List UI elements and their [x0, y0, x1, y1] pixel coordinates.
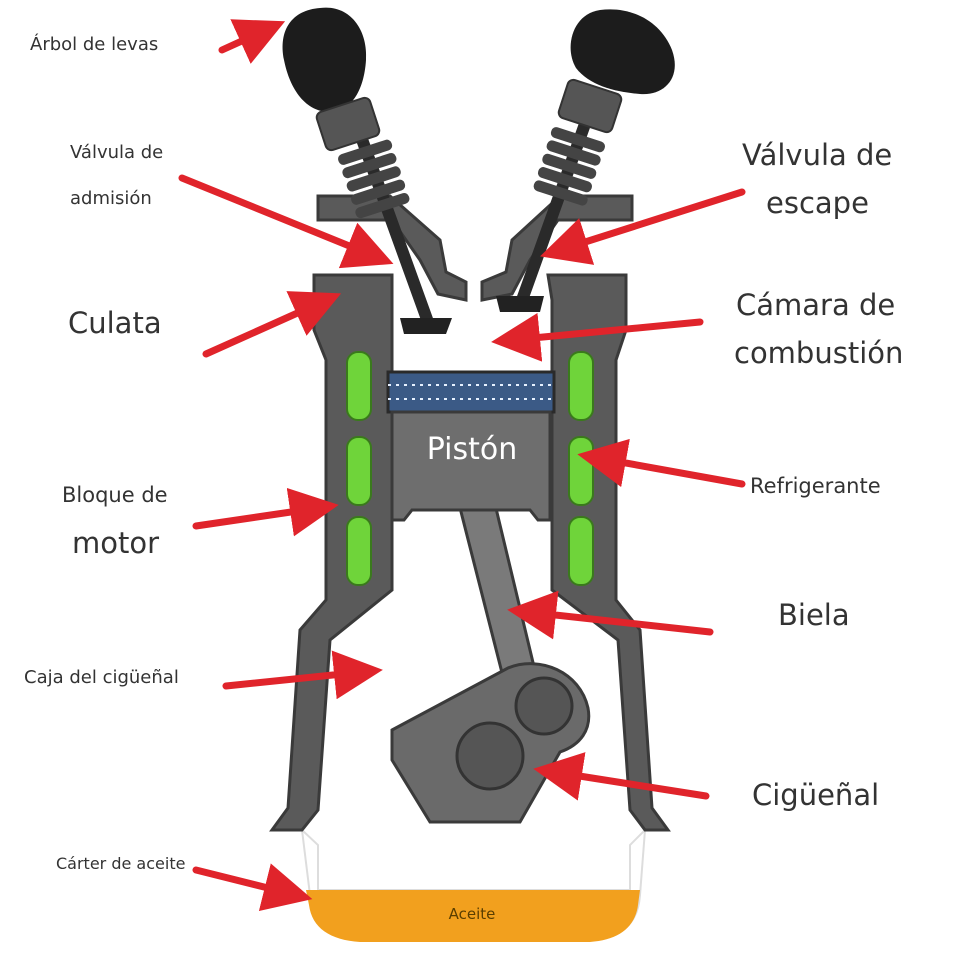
exhaust-valve-head: [496, 296, 544, 312]
coolant-passage: [346, 351, 372, 421]
arrow-intake-valve: [178, 174, 394, 269]
arrow-crankcase: [222, 650, 383, 700]
label-piston: Pistón: [426, 432, 518, 467]
arrow-engine-block: [192, 487, 339, 537]
label-cylinder-head: Culata: [68, 306, 162, 340]
camshaft-lobe-left: [282, 7, 367, 112]
label-crankshaft: Cigüeñal: [752, 778, 880, 812]
label-engine-block-line1: Bloque de: [62, 483, 168, 507]
crankpin: [514, 676, 574, 736]
arrow-camshaft: [218, 19, 286, 64]
intake-valve-spring: [338, 139, 410, 219]
arrow-crankshaft: [533, 752, 710, 801]
label-exhaust-valve-line1: Válvula de: [742, 138, 893, 172]
label-coolant: Refrigerante: [750, 474, 881, 498]
label-combustion-chamber-line2: combustión: [734, 336, 904, 370]
coolant-passage: [346, 516, 372, 586]
piston-rings: [386, 370, 556, 414]
label-engine-block-line2: motor: [72, 526, 160, 560]
engine-block-left-wall: [269, 273, 394, 832]
coolant-passage: [568, 351, 594, 421]
oil-fill: [306, 890, 640, 942]
label-intake-valve-line2: admisión: [70, 188, 152, 209]
arrow-oil-pan: [192, 863, 313, 911]
intake-valve-retainer: [315, 96, 381, 152]
label-exhaust-valve-line2: escape: [766, 186, 869, 220]
arrow-connecting-rod: [507, 590, 714, 640]
arrow-cylinder-head: [202, 291, 342, 358]
camshaft-lobe-right: [570, 9, 675, 95]
coolant-passage: [346, 436, 372, 506]
pointer-arrows: [178, 19, 746, 911]
arrow-exhaust-valve: [539, 188, 746, 265]
arrow-coolant: [577, 438, 746, 488]
arrow-combustion-chamber: [491, 312, 704, 362]
label-oil: Aceite: [448, 905, 496, 923]
label-camshaft: Árbol de levas: [30, 34, 159, 55]
coolant-passage: [568, 436, 594, 506]
label-oil-pan: Cárter de aceite: [56, 854, 186, 873]
exhaust-valve-spring: [533, 127, 605, 206]
coolant-passage: [568, 516, 594, 586]
intake-valve-head: [400, 318, 452, 334]
crankshaft-main-journal: [455, 721, 525, 791]
intake-port: [316, 194, 468, 302]
label-crankcase: Caja del cigüeñal: [24, 667, 179, 688]
label-intake-valve-line1: Válvula de: [70, 142, 164, 163]
label-connecting-rod: Biela: [778, 598, 850, 632]
exhaust-valve-retainer: [557, 78, 623, 134]
piston-body: [390, 410, 552, 522]
label-combustion-chamber-line1: Cámara de: [736, 288, 896, 322]
